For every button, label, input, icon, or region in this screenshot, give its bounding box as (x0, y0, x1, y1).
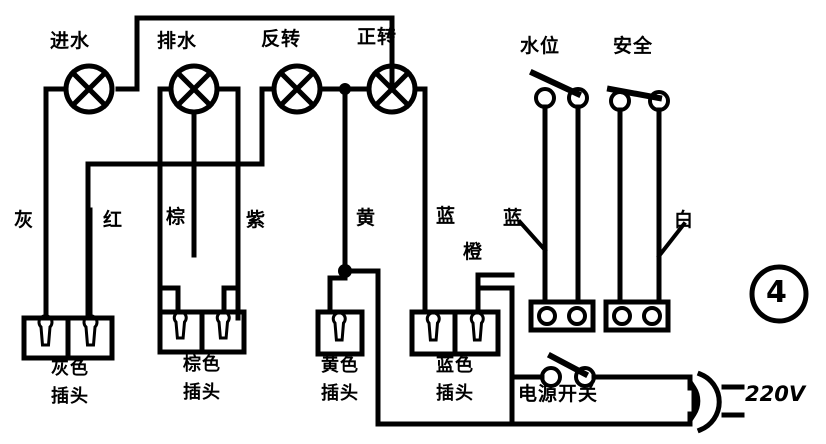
brown-plug-body (157, 309, 247, 355)
safety-terminal-rings (612, 306, 662, 326)
yellow-plug-socket (331, 311, 347, 342)
white-leader-line (656, 221, 687, 259)
label-wire-white: 白 (674, 209, 695, 231)
water-level-terminal-rings (537, 306, 587, 326)
figure-marker-circle (749, 264, 809, 324)
label-safety-switch: 安全 (613, 35, 654, 57)
drain-valve-symbol (168, 63, 220, 115)
label-gray-plug-line1: 灰色 (51, 358, 89, 379)
figure-marker-number: 4 (766, 275, 787, 310)
gray-plug-leads (43, 207, 93, 321)
junction-dot-top (339, 83, 351, 95)
label-wire-gray: 灰 (14, 209, 35, 231)
safety-switch-leads (617, 107, 662, 305)
blue-plug-leads (422, 285, 515, 423)
yellow-plug-lead (327, 275, 348, 315)
label-blue-plug-line2: 插头 (436, 383, 474, 404)
label-reverse-valve: 反转 (261, 28, 302, 50)
blue-leader-line (517, 219, 548, 253)
mains-plug-prongs (721, 384, 745, 418)
label-wire-blue-2: 蓝 (503, 207, 524, 229)
label-gray-plug-line2: 插头 (51, 386, 89, 407)
reverse-valve-left-lead (85, 86, 277, 321)
water-level-terminal-block (528, 299, 596, 333)
label-power-switch: 电源开关 (518, 383, 599, 405)
orange-wire-bracket (475, 272, 515, 291)
label-wire-red: 红 (103, 209, 124, 231)
brown-plug-socket-left (172, 310, 188, 340)
forward-valve-right-lead (412, 86, 428, 299)
label-brown-plug-line1: 棕色 (183, 354, 221, 375)
label-wire-orange: 橙 (463, 241, 484, 263)
label-brown-plug-line2: 插头 (183, 382, 221, 403)
blue-plug-body (409, 309, 501, 357)
inlet-valve-left-lead (43, 86, 69, 321)
label-forward-valve: 正转 (357, 26, 398, 48)
water-level-switch-leads (542, 104, 581, 305)
label-water-level-switch: 水位 (520, 35, 561, 57)
label-yellow-plug-line1: 黄色 (321, 355, 359, 376)
yellow-plug-body (315, 309, 365, 357)
yellow-branch-right (342, 268, 381, 427)
gray-plug-body (21, 315, 115, 361)
water-level-switch-lever (529, 69, 582, 98)
drain-valve-right-lead (214, 86, 241, 321)
power-switch-right-wire (591, 374, 693, 391)
blue-plug-socket-left (425, 311, 441, 342)
label-wire-purple: 紫 (246, 209, 267, 231)
brown-plug-leads (157, 285, 241, 315)
label-inlet-valve: 进水 (50, 30, 91, 52)
label-yellow-plug-line2: 插头 (321, 383, 359, 404)
safety-terminal-block (603, 299, 671, 333)
reverse-valve-symbol (271, 63, 323, 115)
mains-plug-body (691, 370, 722, 434)
label-wire-brown: 棕 (166, 206, 187, 228)
label-mains-voltage: 220V (745, 382, 806, 406)
inlet-valve-symbol (63, 63, 115, 115)
label-wire-yellow: 黄 (356, 207, 377, 229)
power-switch-lever (546, 351, 590, 379)
top-bus-wire (115, 15, 395, 92)
bottom-return-rail (375, 411, 693, 427)
blue-plug-socket-right (469, 311, 485, 342)
label-drain-valve: 排水 (157, 30, 198, 52)
label-wire-blue: 蓝 (436, 205, 457, 227)
gray-plug-socket-right (82, 314, 99, 347)
brown-plug-socket-right (215, 310, 231, 340)
drain-valve-left-lead (157, 86, 174, 321)
label-blue-plug-line1: 蓝色 (436, 355, 474, 376)
safety-switch-lever (606, 85, 663, 102)
